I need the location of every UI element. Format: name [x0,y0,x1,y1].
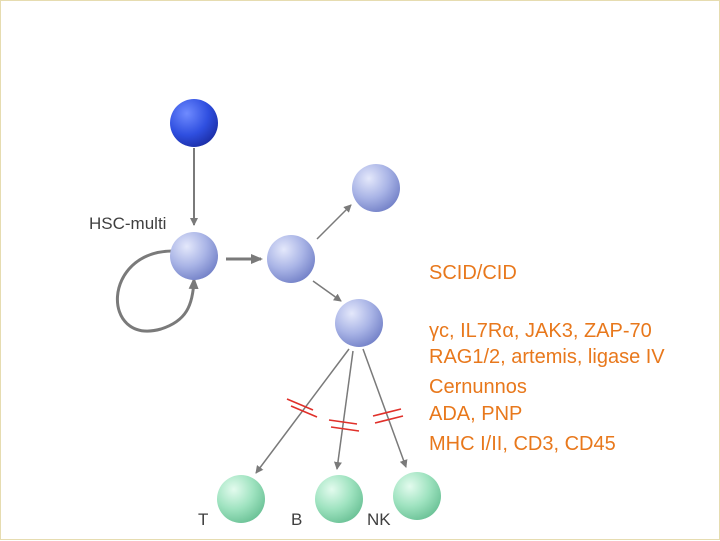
arrow-progenitor-to-upper-cell [316,204,352,240]
block-mark-b [328,419,360,432]
legend-line: RAG1/2, artemis, ligase IV [429,346,665,368]
block-mark-nk [372,408,404,424]
nk-cell-label: NK [367,510,391,529]
lymphoid-progenitor-cell [335,299,383,347]
upper-progenitor-cell [352,164,400,212]
scid-legend: SCID/CID γc, IL7Rα, JAK3, ZAP-70 RAG1/2,… [429,262,665,455]
arrow-to-nk-cell [362,348,408,468]
stem-cell [170,99,218,147]
legend-title: SCID/CID [429,262,517,284]
nk-cell [393,472,441,520]
t-cell [217,475,265,523]
self-renewal-loop-arrow [116,249,199,333]
arrow-to-b-cell [333,350,354,470]
hsc-multi-cell [170,232,218,280]
b-cell-label: B [291,510,302,529]
legend-line: MHC I/II, CD3, CD45 [429,433,616,455]
t-cell-label: T [198,510,208,529]
multipotent-progenitor-cell [267,235,315,283]
legend-line: Cernunnos [429,376,527,398]
legend-line: ADA, PNP [429,403,522,425]
hsc-multi-label: HSC-multi [89,214,166,233]
legend-line: γc, IL7Rα, JAK3, ZAP-70 [429,320,652,342]
b-cell [315,475,363,523]
arrow-progenitor-to-lymphoid [312,280,342,302]
block-mark-t [286,398,318,418]
